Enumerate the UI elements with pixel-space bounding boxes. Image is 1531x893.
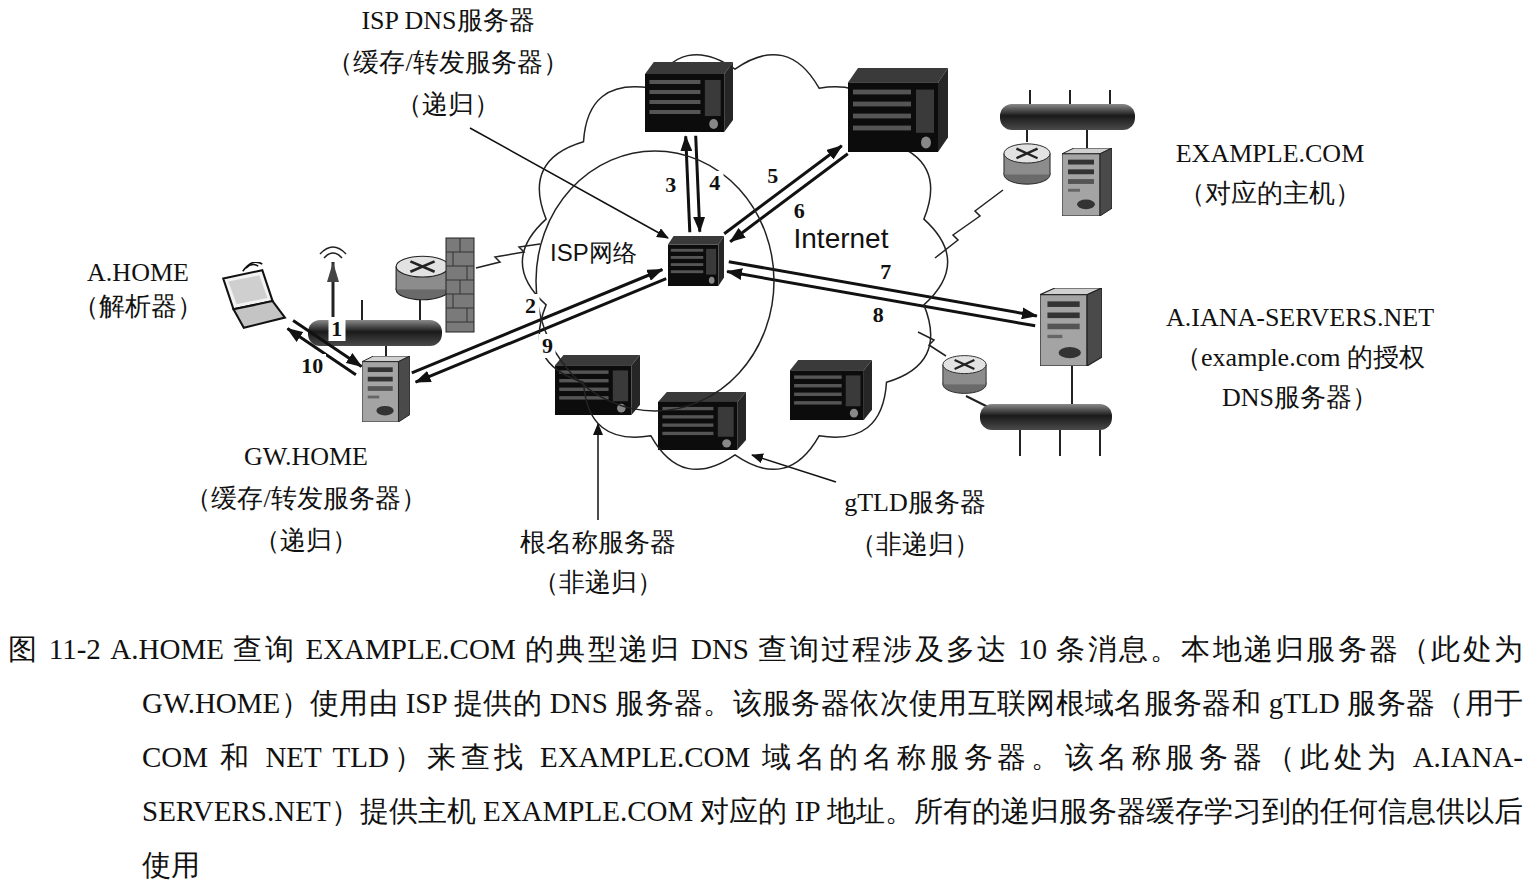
- message-arrow: [696, 136, 700, 232]
- node-note: （解析器）: [68, 290, 208, 324]
- tower-icon: [362, 356, 410, 422]
- host-server: EXAMPLE.COM（对应的主机）: [1062, 148, 1112, 216]
- server-group-label: （非递归）: [448, 566, 748, 600]
- network-illustration-part: [790, 360, 872, 420]
- isp-dns-server: ISP DNS服务器（缓存/转发服务器）（递归）: [668, 236, 724, 286]
- server-group-label: （非递归）: [765, 528, 1065, 562]
- message-arrow: [724, 146, 842, 234]
- rack-symbol: [668, 236, 724, 286]
- network-illustration-part: [396, 256, 449, 300]
- figure-caption: 图 11-2 A.HOME 查询 EXAMPLE.COM 的典型递归 DNS 查…: [8, 622, 1523, 892]
- node-name: ISP DNS服务器: [298, 0, 598, 42]
- laptop-icon: [215, 262, 287, 334]
- server-group-label: gTLD服务器: [765, 486, 1065, 520]
- network-illustration-part: [1004, 144, 1050, 184]
- node-name: Internet: [776, 222, 906, 256]
- message-number: 7: [877, 260, 894, 284]
- node-note: （缓存/转发服务器）: [298, 42, 598, 84]
- message-number: 9: [539, 334, 556, 358]
- network-illustration-part: [320, 247, 346, 254]
- tower-symbol: [362, 356, 410, 422]
- gateway-server: GW.HOME（缓存/转发服务器）（递归）: [362, 356, 410, 422]
- network-illustration-part: [1059, 430, 1061, 456]
- network-illustration-part: [1069, 90, 1071, 106]
- node-name: A.IANA-SERVERS.NET: [1140, 298, 1460, 338]
- network-illustration-part: [1099, 430, 1101, 456]
- node-note: （递归）: [156, 520, 456, 562]
- node-name: GW.HOME: [156, 436, 456, 478]
- network-illustration-part: [419, 300, 421, 322]
- ellipse-icon: [535, 150, 775, 412]
- cloud-outline: [522, 55, 947, 470]
- message-number: 1: [328, 317, 345, 341]
- node-label-group: A.HOME（解析器）: [68, 256, 208, 324]
- rack-symbol: [645, 62, 733, 132]
- node-name: ISP网络: [550, 238, 654, 268]
- node-label-group: Internet: [776, 222, 906, 256]
- tower-icon: [1040, 288, 1102, 366]
- network-illustration-part: [476, 244, 540, 268]
- message-arrow: [416, 279, 667, 383]
- node-note: （对应的主机）: [1150, 174, 1390, 214]
- message-number: 6: [791, 199, 808, 223]
- network-illustration-part: [1086, 130, 1088, 150]
- node-label-group: A.IANA-SERVERS.NET（example.com 的授权 DNS服务…: [1140, 298, 1460, 418]
- rack-icon: [848, 68, 948, 152]
- node-name: EXAMPLE.COM: [1150, 134, 1390, 174]
- laptop-node: A.HOME（解析器）: [215, 262, 287, 334]
- tower-symbol: [1062, 148, 1112, 216]
- network-illustration-part: [470, 128, 668, 238]
- authoritative-server: A.IANA-SERVERS.NET（example.com 的授权 DNS服务…: [1040, 288, 1102, 366]
- laptop-symbol: [223, 262, 285, 328]
- message-arrow: [412, 270, 663, 373]
- rack-icon: [668, 236, 724, 286]
- network-illustration-part: [1071, 366, 1073, 406]
- tower-icon: [1062, 148, 1112, 216]
- network-illustration-part: [918, 332, 946, 356]
- network-illustration-part: [1029, 90, 1031, 106]
- network-illustration-part: [1109, 90, 1111, 106]
- node-label-group: ISP网络: [550, 238, 654, 268]
- tower-symbol: [1040, 288, 1102, 366]
- message-number: 2: [522, 294, 539, 318]
- rack-symbol: [848, 68, 948, 152]
- message-number: 10: [298, 354, 326, 378]
- network-illustration-part: [324, 253, 342, 258]
- network-illustration-part: [446, 238, 474, 322]
- network-illustration-part: [1026, 130, 1028, 142]
- network-illustration-part: [980, 404, 1112, 430]
- network-illustration-part: [597, 424, 599, 520]
- network-illustration-part: [446, 238, 474, 332]
- node-label-group: ISP DNS服务器（缓存/转发服务器）（递归）: [298, 0, 598, 126]
- network-illustration-part: [943, 356, 986, 394]
- node-label-group: EXAMPLE.COM（对应的主机）: [1150, 134, 1390, 214]
- message-number: 8: [870, 303, 887, 327]
- network-illustration-part: [327, 262, 339, 282]
- network-illustration-part: [361, 300, 363, 322]
- node-note: （缓存/转发服务器）: [156, 478, 456, 520]
- network-illustration-part: [1000, 104, 1135, 130]
- node-name: A.HOME: [68, 256, 208, 290]
- root-server: [645, 62, 733, 132]
- gtld-server: [848, 68, 948, 152]
- rack-icon: [645, 62, 733, 132]
- isp-network: ISP网络 ISP DNS服务器（缓存/转发服务器）（递归）: [535, 150, 775, 412]
- network-outline: [536, 151, 774, 411]
- server-group-label: 根名称服务器: [448, 526, 748, 560]
- message-number: 5: [764, 164, 781, 188]
- message-arrow: [686, 136, 690, 232]
- node-label-group: GW.HOME（缓存/转发服务器）（递归）: [156, 436, 456, 562]
- message-number: 3: [662, 173, 679, 197]
- network-illustration-part: [1019, 430, 1021, 456]
- node-note: （example.com 的授权 DNS服务器）: [1153, 338, 1448, 418]
- node-note: （递归）: [298, 84, 598, 126]
- message-number: 4: [706, 171, 723, 195]
- network-illustration-part: [555, 355, 640, 415]
